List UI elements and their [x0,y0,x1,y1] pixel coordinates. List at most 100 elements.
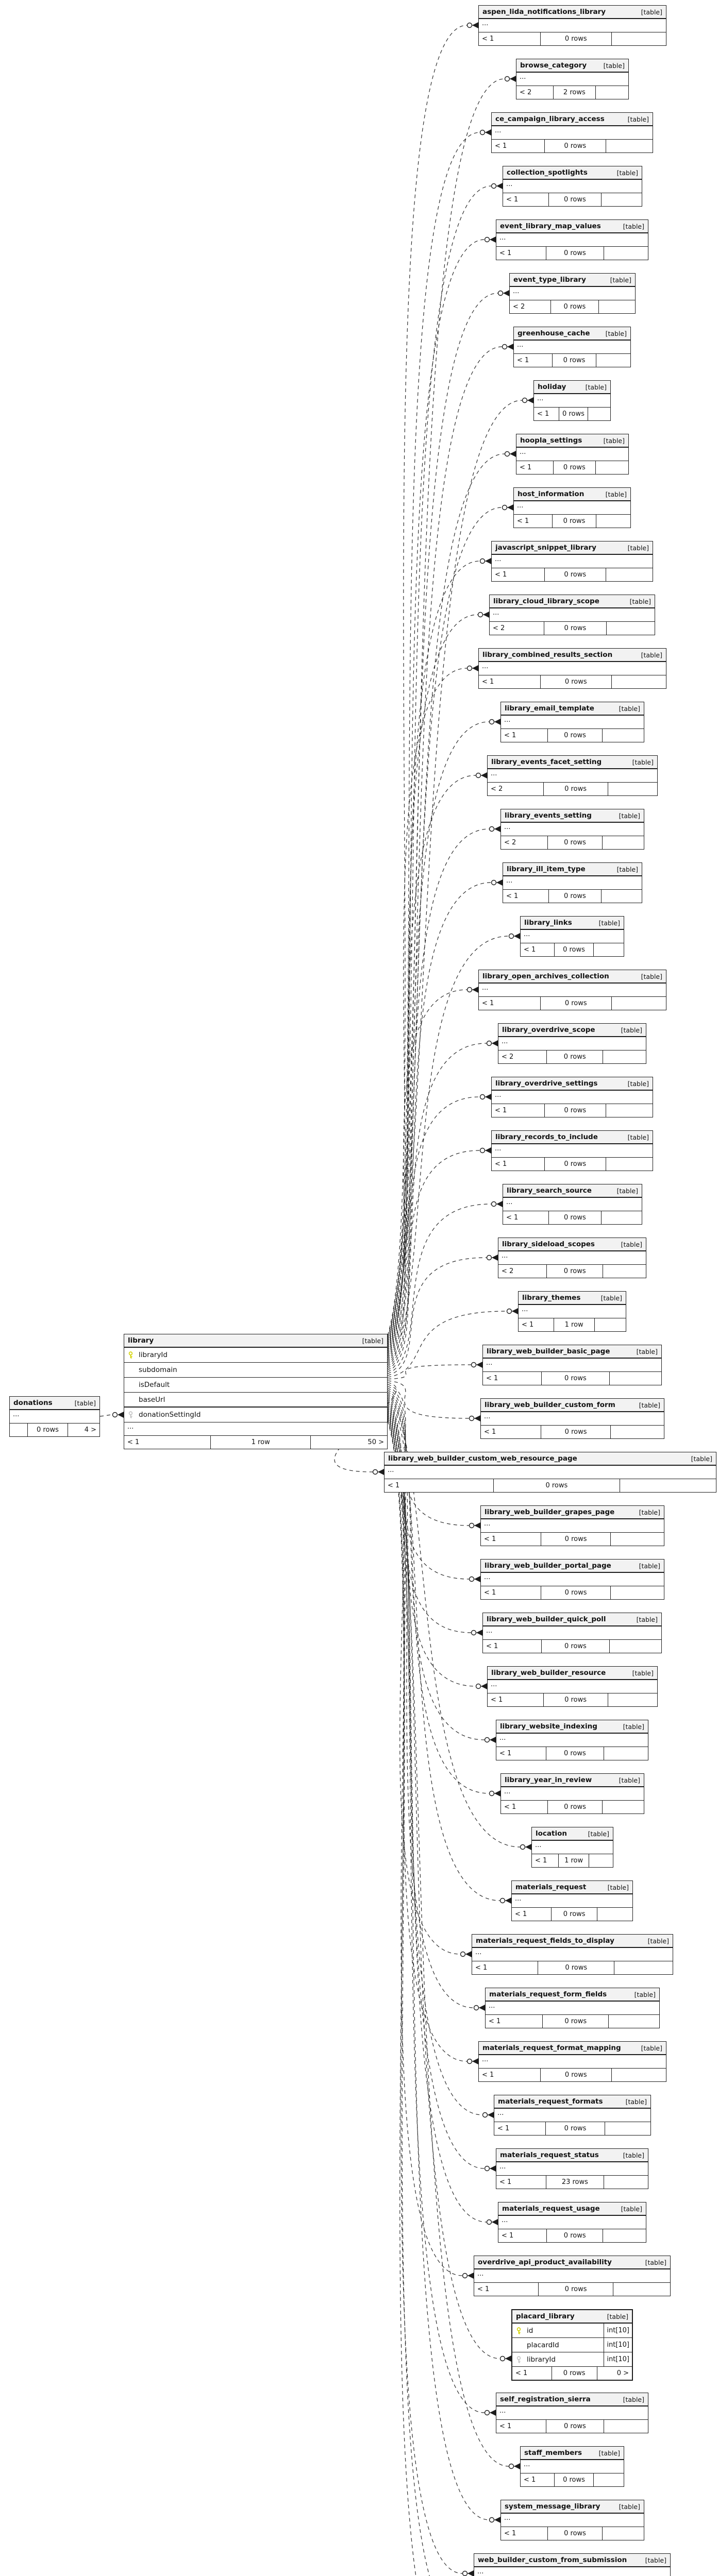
degree-cell[interactable]: < 1 [479,675,541,688]
table-name[interactable]: aspen_lida_notifications_library [482,8,606,16]
degree-cell[interactable]: < 1 [534,408,559,420]
table-card-library_web_builder_custom_form[interactable]: library_web_builder_custom_form[table]..… [480,1398,664,1439]
degree-cell[interactable]: < 1 [124,1436,211,1449]
pager-cell[interactable]: 4 > [84,1426,96,1434]
table-card-library_web_builder_resource[interactable]: library_web_builder_resource[table]...< … [487,1666,658,1707]
degree-cell[interactable]: < 1 [514,515,553,528]
table-name[interactable]: library_year_in_review [505,1776,592,1784]
table-name[interactable]: library_overdrive_settings [495,1079,598,1088]
degree-cell[interactable]: < 1 [519,1318,554,1331]
degree-cell[interactable]: < 1 [483,1372,542,1385]
table-name[interactable]: library_sideload_scopes [502,1240,595,1248]
table-name[interactable]: library_links [524,919,572,927]
degree-cell[interactable]: < 1 [496,1747,547,1760]
table-name[interactable]: library_web_builder_basic_page [487,1347,610,1355]
table-name[interactable]: library_cloud_library_scope [493,597,599,605]
table-name[interactable]: materials_request_format_mapping [482,2044,621,2052]
degree-cell[interactable]: < 1 [483,1640,542,1653]
table-name[interactable]: web_builder_custom_from_submission [478,2556,627,2564]
degree-cell[interactable]: < 1 [492,1158,545,1171]
degree-cell[interactable]: < 1 [496,2420,547,2433]
degree-cell[interactable]: < 1 [503,890,549,903]
table-name[interactable]: materials_request [515,1883,587,1891]
table-card-overdrive_api_product_availability[interactable]: overdrive_api_product_availability[table… [474,2256,671,2296]
degree-cell[interactable]: < 1 [479,32,541,45]
degree-cell[interactable]: < 1 [501,1801,548,1814]
degree-cell[interactable]: < 2 [516,86,554,99]
degree-cell[interactable]: < 1 [503,193,549,206]
degree-cell[interactable]: < 1 [516,461,554,474]
degree-cell[interactable]: < 1 [472,1961,539,1974]
degree-cell[interactable]: < 1 [532,1854,559,1867]
table-name[interactable]: library_combined_results_section [482,651,613,659]
table-card-library_web_builder_basic_page[interactable]: library_web_builder_basic_page[table]...… [482,1345,662,1385]
degree-cell[interactable]: < 2 [510,300,552,313]
table-name[interactable]: library [128,1336,154,1345]
table-card-materials_request_fields_to_display[interactable]: materials_request_fields_to_display[tabl… [472,1934,673,1975]
degree-cell[interactable]: < 1 [496,2176,547,2189]
table-name[interactable]: library_web_builder_custom_web_resource_… [388,1454,577,1463]
table-name[interactable]: library_search_source [507,1187,592,1195]
table-name[interactable]: self_registration_sierra [500,2395,591,2403]
degree-cell[interactable]: < 1 [512,1908,552,1921]
degree-cell[interactable]: < 2 [501,836,548,849]
degree-cell[interactable]: < 1 [488,1693,544,1706]
table-name[interactable]: system_message_library [505,2502,600,2511]
table-name[interactable]: materials_request_fields_to_display [476,1937,614,1945]
table-name[interactable]: library_themes [522,1294,581,1302]
table-card-materials_request_form_fields[interactable]: materials_request_form_fields[table]...<… [485,1988,660,2028]
table-name[interactable]: staff_members [524,2449,582,2457]
degree-cell[interactable]: < 1 [521,943,555,956]
degree-cell[interactable]: < 1 [481,1586,542,1599]
degree-cell[interactable]: < 1 [486,2015,543,2028]
degree-cell[interactable]: < 1 [479,997,541,1010]
table-name[interactable]: hoopla_settings [520,436,582,445]
table-card-library_open_archives_collection[interactable]: library_open_archives_collection[table].… [478,970,666,1010]
table-name[interactable]: library_records_to_include [495,1133,598,1141]
table-name[interactable]: ce_campaign_library_access [495,115,605,123]
table-name[interactable]: library_overdrive_scope [502,1026,595,1034]
table-name[interactable]: library_website_indexing [500,1722,597,1731]
degree-cell[interactable]: < 1 [481,1426,542,1438]
table-name[interactable]: donations [13,1399,53,1407]
degree-cell[interactable]: < 1 [479,2069,541,2081]
degree-cell[interactable]: < 2 [488,783,544,795]
table-name[interactable]: materials_request_status [500,2151,599,2159]
degree-cell[interactable]: < 1 [492,140,545,152]
table-name[interactable]: library_web_builder_portal_page [485,1562,611,1570]
degree-cell[interactable]: < 2 [498,1265,547,1278]
table-name[interactable]: materials_request_usage [502,2205,600,2213]
degree-cell[interactable]: < 1 [503,1211,549,1224]
table-name[interactable]: materials_request_form_fields [489,1990,607,1998]
table-name[interactable]: location [536,1829,567,1838]
table-name[interactable]: library_web_builder_grapes_page [485,1508,615,1516]
table-card-aspen_lida_notifications_library[interactable]: aspen_lida_notifications_library[table].… [478,5,666,46]
degree-cell[interactable]: < 1 [512,2367,552,2380]
table-name[interactable]: library_web_builder_custom_form [485,1401,615,1409]
table-card-library_web_builder_grapes_page[interactable]: library_web_builder_grapes_page[table]..… [480,1505,664,1546]
table-card-library_web_builder_quick_poll[interactable]: library_web_builder_quick_poll[table]...… [482,1613,662,1653]
table-card-library_combined_results_section[interactable]: library_combined_results_section[table].… [478,648,666,689]
